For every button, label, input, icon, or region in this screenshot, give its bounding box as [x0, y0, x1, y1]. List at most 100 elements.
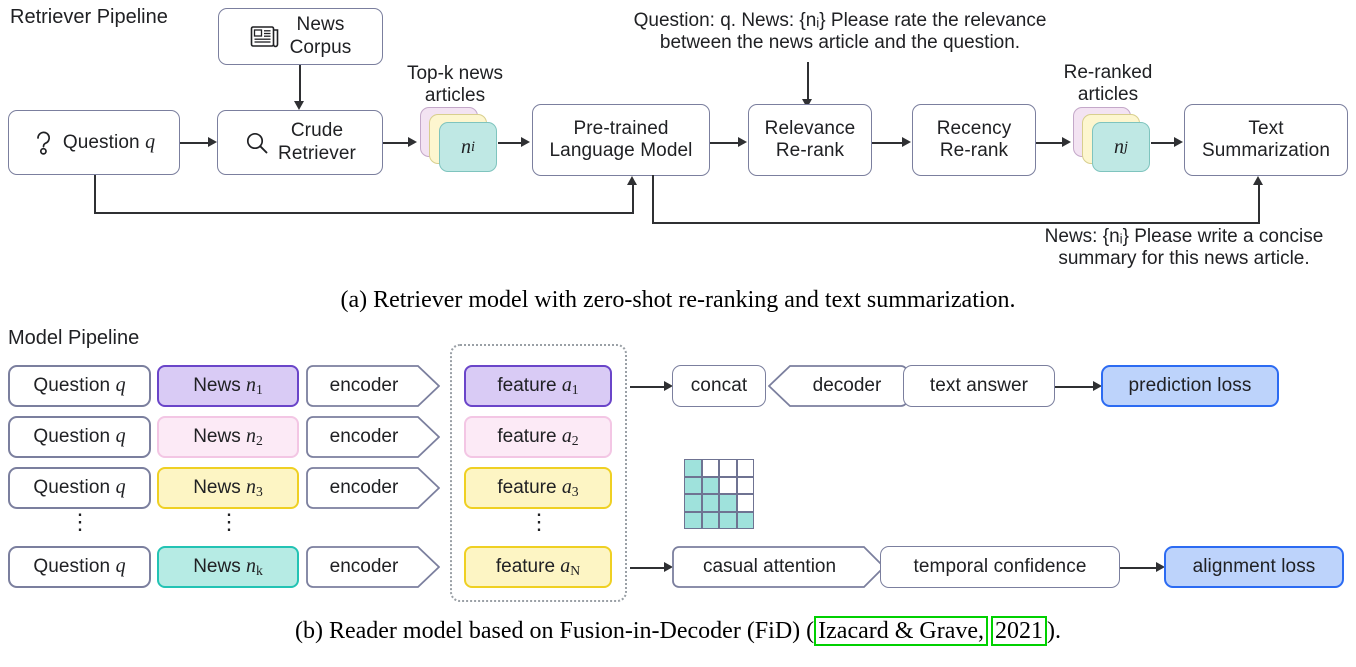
- citation-author-link[interactable]: Izacard & Grave,: [814, 616, 989, 646]
- node-text-summarization-label: Text Summarization: [1201, 117, 1330, 161]
- attn-cell: [719, 494, 737, 512]
- attn-cell: [684, 511, 702, 529]
- node-encoder-row-4: encoder: [306, 546, 440, 588]
- arrowhead-topk-to-plm: [521, 137, 530, 147]
- node-question-label: Question q: [33, 555, 126, 578]
- prompt-summary: News: {nᵢ} Please write a concise summar…: [1044, 226, 1324, 270]
- node-question-label: Question q: [33, 476, 126, 499]
- node-concat: concat: [672, 365, 766, 407]
- stack-card-label: n: [1114, 135, 1124, 158]
- attn-cell: [684, 476, 702, 494]
- connector-prompt-to-relevance: [807, 62, 809, 100]
- node-recency-rerank-label: Recency Re-rank: [936, 117, 1012, 161]
- connector-plm-to-relevance: [710, 142, 740, 144]
- caption-panel-b-suffix: ).: [1047, 618, 1062, 644]
- connector-temporalconf-to-alignmentloss: [1120, 567, 1158, 569]
- connector-featureN-to-casualattention: [630, 567, 666, 569]
- node-news-row-1: News n1: [157, 365, 299, 407]
- stack-card-label: n: [461, 135, 471, 158]
- node-question: Question q: [8, 110, 180, 175]
- feedback-plm-up: [1258, 185, 1260, 223]
- connector-textanswer-to-predictionloss: [1055, 386, 1095, 388]
- arrowhead-prompt-to-relevance: [802, 99, 812, 108]
- arrowhead-plm-to-relevance: [738, 137, 747, 147]
- node-encoder-label: encoder: [329, 556, 399, 577]
- connector-reranked-to-summarization: [1151, 142, 1176, 144]
- node-encoder-row-1: encoder: [306, 365, 440, 407]
- attn-cell: [684, 494, 702, 512]
- node-text-answer: text answer: [903, 365, 1055, 407]
- label-topk-articles: Top-k news articles: [406, 63, 504, 107]
- connector-feature1-to-concat: [630, 386, 666, 388]
- prompt-relevance: Question: q. News: {nᵢ} Please rate the …: [633, 10, 1047, 54]
- node-recency-rerank: Recency Re-rank: [912, 104, 1036, 176]
- node-decoder: decoder: [768, 365, 908, 407]
- node-question-row-3: Question q: [8, 467, 151, 509]
- panel-b-section-title: Model Pipeline: [8, 327, 140, 349]
- node-alignment-loss-label: alignment loss: [1192, 555, 1316, 577]
- arrowhead-question-to-retriever: [208, 137, 217, 147]
- node-question-label: Question q: [33, 425, 126, 448]
- connector-relevance-to-recency: [872, 142, 904, 144]
- node-concat-label: concat: [690, 374, 748, 396]
- node-news-label: News n2: [193, 425, 263, 448]
- attn-cell: [736, 511, 754, 529]
- arrowhead-textanswer-to-predictionloss: [1093, 381, 1102, 391]
- node-feature-label: feature a2: [497, 425, 579, 448]
- node-news-corpus: News Corpus: [218, 8, 383, 65]
- attn-cell: [736, 459, 754, 477]
- citation-year-link[interactable]: 2021: [991, 616, 1048, 646]
- node-crude-retriever-label: Crude Retriever: [278, 120, 356, 164]
- node-relevance-rerank: Relevance Re-rank: [748, 104, 872, 176]
- arrowhead-feature1-to-concat: [664, 381, 673, 391]
- feedback-plm-down: [652, 175, 654, 223]
- node-question-label: Question q: [33, 374, 126, 397]
- node-question-row-4: Question q: [8, 546, 151, 588]
- arrowhead-featureN-to-casualattention: [664, 562, 673, 572]
- node-pretrained-lm-label: Pre-trained Language Model: [549, 117, 693, 161]
- connector-topk-to-plm: [498, 142, 523, 144]
- node-feature-label: feature aN: [495, 555, 581, 578]
- attn-cell: [701, 511, 719, 529]
- node-prediction-loss-label: prediction loss: [1128, 374, 1252, 396]
- arrowhead-feedback-question-to-plm: [627, 176, 637, 185]
- node-question-label: Question q: [62, 130, 156, 153]
- stack-card-sub: i: [471, 138, 475, 155]
- node-feature-row-1: feature a1: [464, 365, 612, 407]
- connector-retriever-to-topk: [383, 142, 410, 144]
- arrowhead-corpus-to-retriever: [294, 101, 304, 110]
- attn-cell: [719, 459, 737, 477]
- node-decoder-label: decoder: [812, 375, 882, 396]
- attn-cell: [701, 494, 719, 512]
- node-crude-retriever: Crude Retriever: [217, 110, 383, 175]
- question-mark-icon: [33, 129, 55, 157]
- node-temporal-confidence-label: temporal confidence: [913, 555, 1087, 577]
- node-temporal-confidence: temporal confidence: [880, 546, 1120, 588]
- ellipsis-feature-column: ⋮: [528, 509, 550, 534]
- node-news-label: News nk: [193, 555, 263, 578]
- node-question-row-2: Question q: [8, 416, 151, 458]
- attn-cell: [684, 459, 702, 477]
- node-alignment-loss: alignment loss: [1164, 546, 1344, 588]
- node-text-summarization: Text Summarization: [1184, 104, 1348, 176]
- node-news-row-4: News nk: [157, 546, 299, 588]
- stack-card-sub: j: [1124, 138, 1128, 155]
- attn-cell: [736, 476, 754, 494]
- node-encoder-label: encoder: [329, 375, 399, 396]
- node-news-label: News n1: [193, 374, 263, 397]
- node-news-label: News n3: [193, 476, 263, 499]
- caption-panel-b-prefix: (b) Reader model based on Fusion-in-Deco…: [294, 618, 815, 644]
- arrowhead-recency-to-reranked: [1062, 137, 1071, 147]
- feedback-plm-right: [652, 222, 1260, 224]
- connector-question-to-retriever: [180, 142, 210, 144]
- arrowhead-retriever-to-topk: [408, 137, 417, 147]
- arrowhead-feedback-plm-to-summarization: [1253, 176, 1263, 185]
- node-feature-row-3: feature a3: [464, 467, 612, 509]
- feedback-question-right: [94, 212, 634, 214]
- node-news-row-2: News n2: [157, 416, 299, 458]
- node-question-row-1: Question q: [8, 365, 151, 407]
